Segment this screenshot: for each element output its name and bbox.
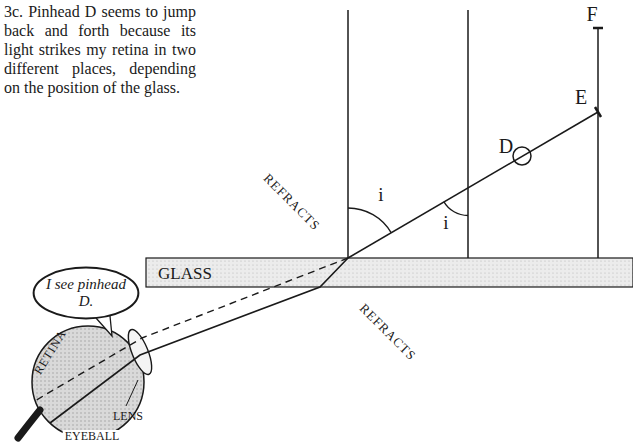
caption-text: 3c. Pinhead D seems to jump back and for…: [4, 2, 196, 97]
bubble-tail: [96, 316, 112, 336]
angle-label: i: [443, 213, 448, 232]
lens-label: LENS: [113, 410, 143, 422]
speech-text: I see pinhead D.: [46, 276, 126, 311]
material-label: GLASS: [158, 264, 212, 284]
glass-band: GLASS: [146, 258, 633, 290]
glass-slab: [146, 258, 633, 287]
apparent-ray: [33, 258, 348, 402]
eyeball-label: EYEBALL: [63, 430, 122, 442]
pin-label: D: [499, 136, 513, 156]
speech-bubble: I see pinhead D.: [32, 266, 140, 320]
pin-label: E: [575, 87, 587, 107]
angle-arc: [348, 208, 391, 233]
pin-head: [593, 27, 603, 30]
normal-line: [347, 10, 349, 258]
pin-f: [597, 28, 599, 258]
light-ray: [348, 112, 598, 258]
angle-label: i: [378, 185, 383, 204]
pin-label: F: [586, 4, 597, 24]
pinhead-d: [513, 147, 531, 165]
refracts-label: REFRACTS: [261, 171, 322, 232]
normal-line: [467, 10, 469, 258]
eyeball: [32, 326, 144, 438]
refracts-label: REFRACTS: [357, 301, 418, 362]
pin-e: [595, 107, 601, 117]
leader-line: [126, 380, 138, 406]
optic-nerve: [18, 410, 40, 438]
